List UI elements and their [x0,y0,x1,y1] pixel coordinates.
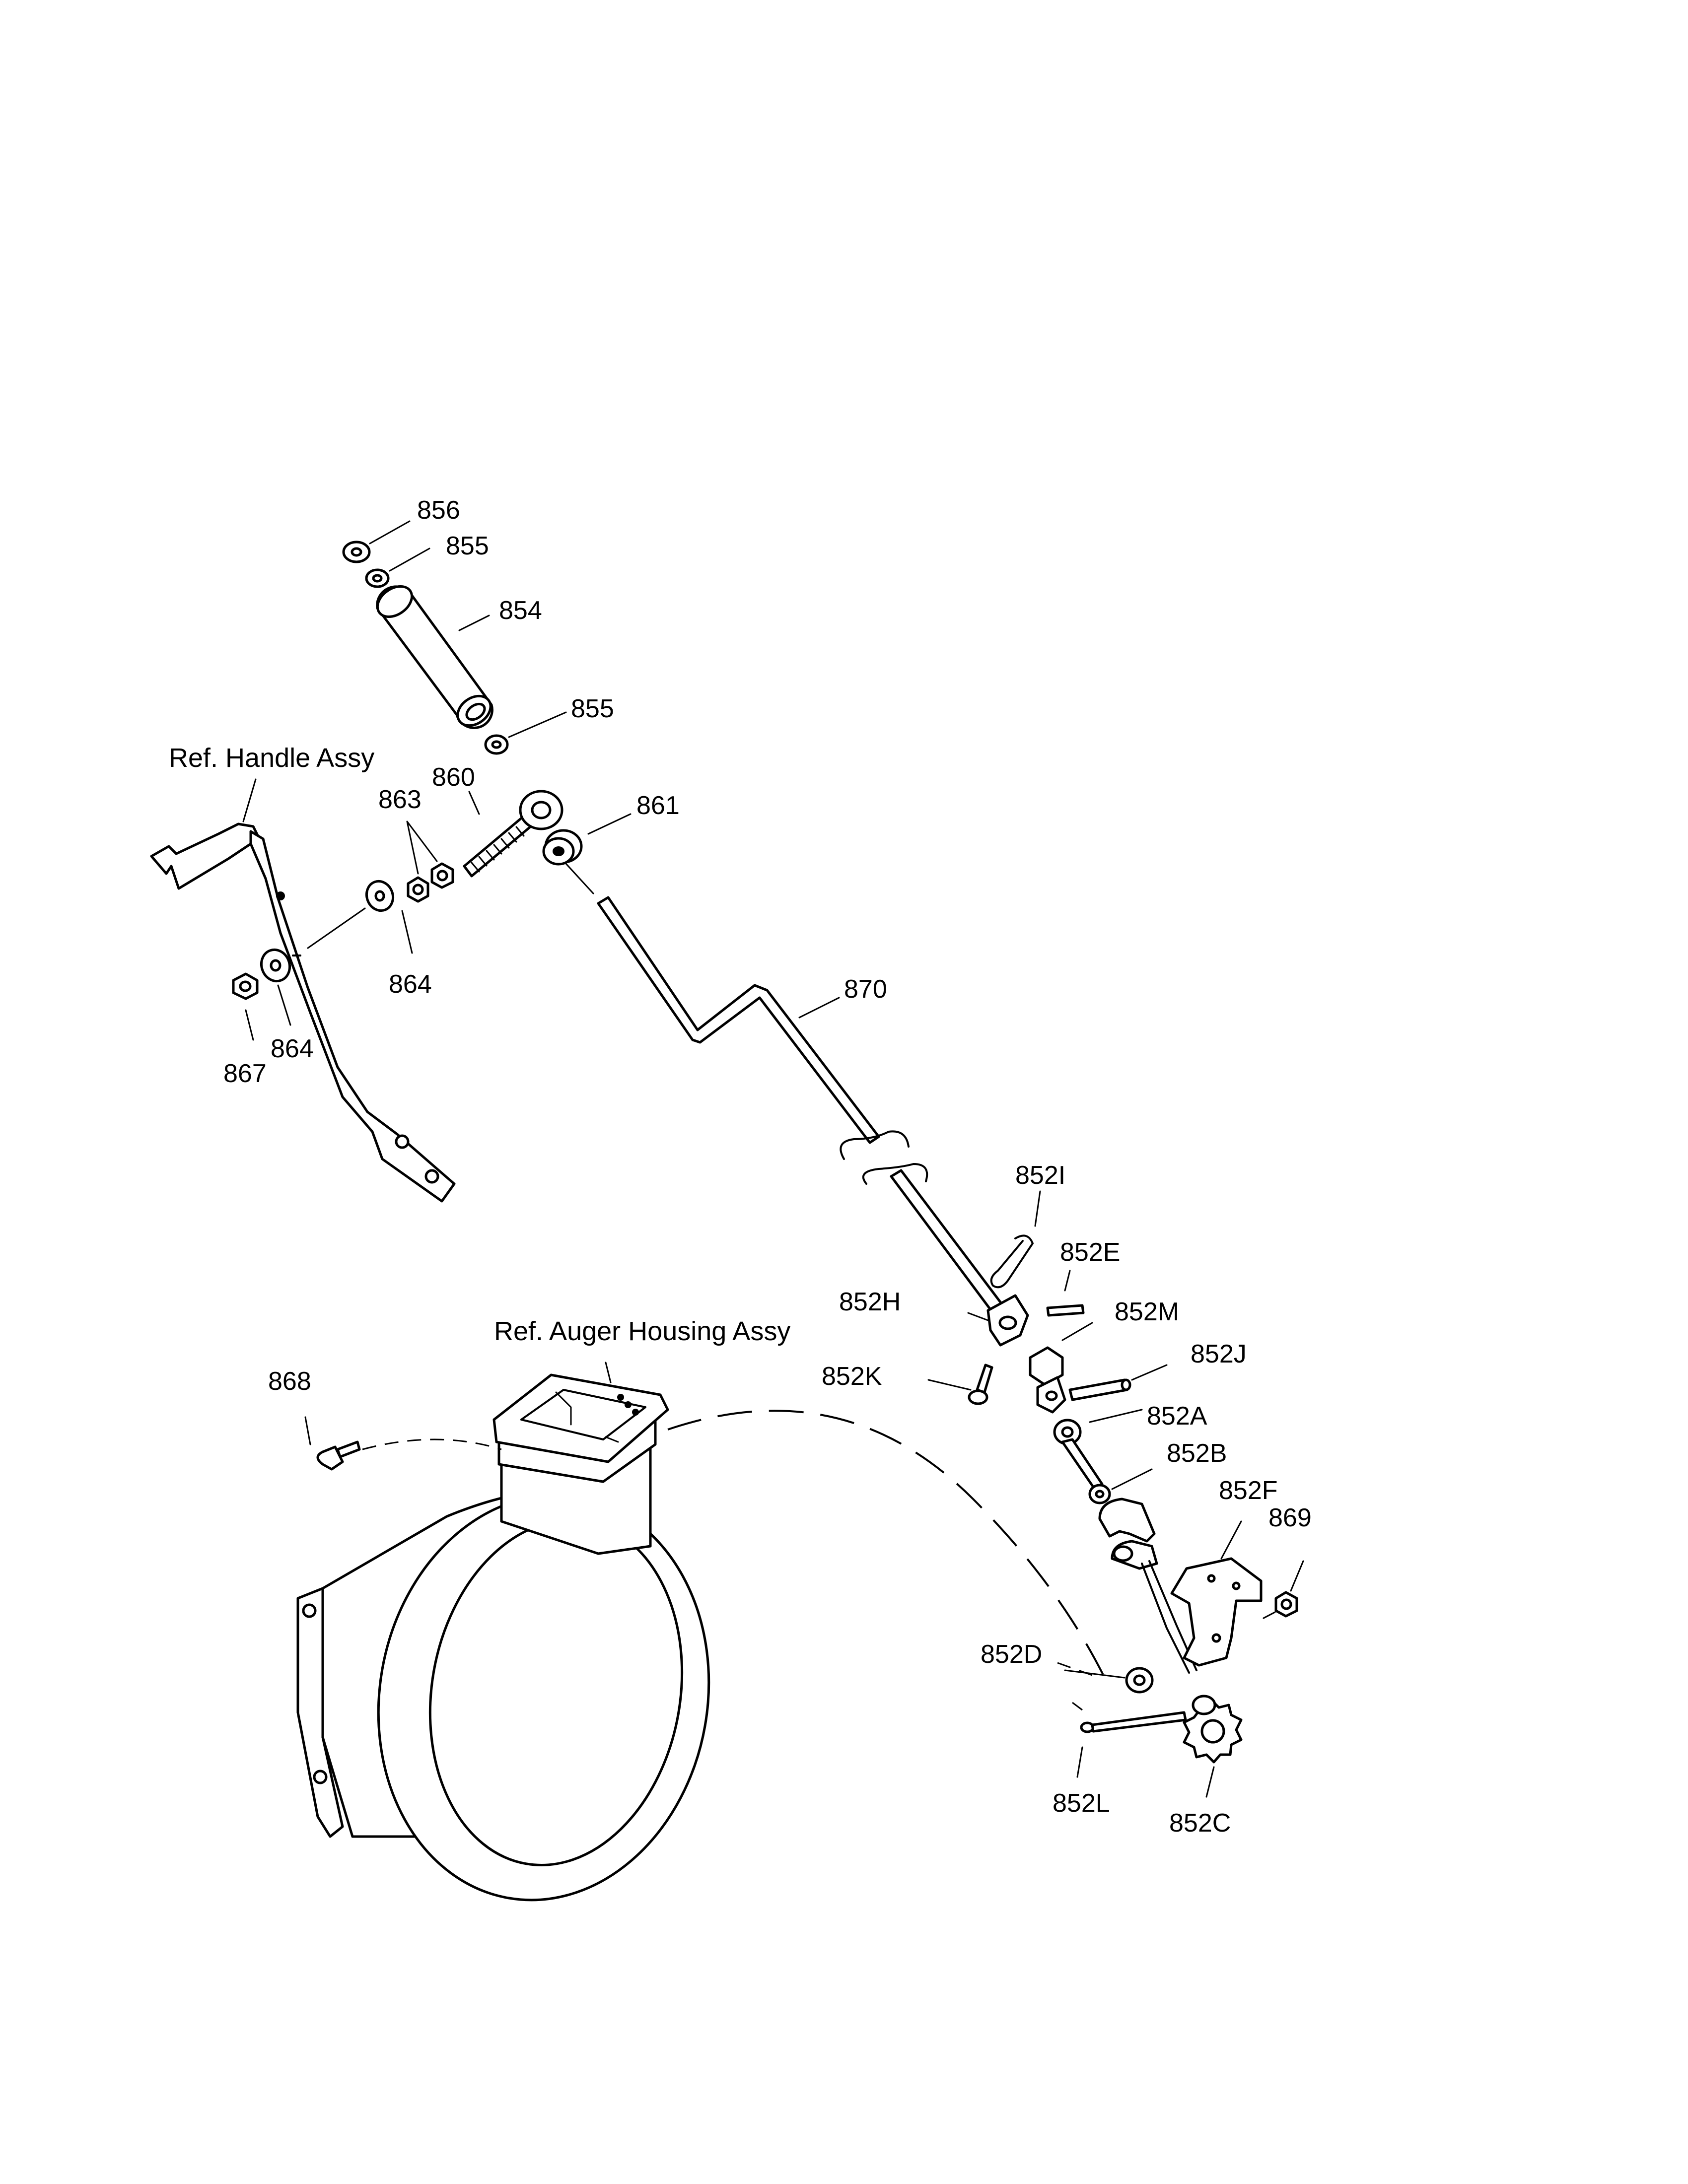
hairpin-clip-852I [990,1234,1034,1289]
callout-856: 856 [417,496,460,525]
threaded-bolt-860 [463,790,563,878]
shift-rod-870 [597,896,1004,1314]
callout-867: 867 [223,1059,267,1088]
callout-852M: 852M [1115,1297,1179,1326]
callout-864-left: 864 [271,1034,314,1063]
callout-852K: 852K [822,1362,882,1391]
callout-864-right: 864 [389,970,432,999]
washer-855-mid [484,734,509,755]
bushing-861 [542,829,583,866]
washer-864-left [260,948,291,983]
callout-852I: 852I [1015,1161,1065,1190]
swivel-852A [1053,1419,1104,1491]
lever-arm [1098,1498,1197,1674]
callout-852A: 852A [1147,1402,1207,1431]
ref-handle-assy-label: Ref. Handle Assy [169,743,374,773]
coupler-852M [1029,1346,1066,1414]
leader-lines [242,520,1304,1798]
callout-852L: 852L [1053,1789,1110,1818]
washer-852D [1125,1667,1154,1694]
bracket-852F [1170,1557,1263,1667]
callout-860: 860 [432,763,475,792]
callout-855-mid: 855 [571,694,614,723]
callout-852H: 852H [839,1288,901,1316]
callout-863: 863 [378,785,422,814]
ref-auger-housing-assy-label: Ref. Auger Housing Assy [494,1316,790,1346]
hex-nut-863-b [430,862,454,889]
callout-852E: 852E [1060,1238,1120,1267]
auger-housing [296,1373,710,1902]
washer-864-right [365,880,394,912]
callout-852F: 852F [1219,1476,1278,1505]
grip-tube-854 [376,585,493,729]
nut-869 [1274,1591,1298,1618]
callout-861: 861 [636,791,680,820]
callout-869: 869 [1268,1503,1312,1532]
callout-855-top: 855 [446,532,489,560]
washer-855-top [365,568,390,588]
bolt-852K [968,1364,993,1405]
gear-852C [1183,1695,1243,1764]
callout-854: 854 [499,596,542,625]
callout-868: 868 [268,1367,311,1396]
callout-852D: 852D [981,1640,1042,1669]
washer-852B [1088,1484,1111,1504]
callout-852J: 852J [1191,1340,1247,1368]
washer-856 [342,541,371,563]
cotter-pin-852L [1080,1711,1187,1733]
hex-nut-867 [232,972,259,1000]
hex-nut-863-a [407,876,429,903]
clevis-852H [986,1294,1029,1347]
callout-870: 870 [844,975,887,1004]
handle-bracket [150,822,456,1203]
pin-852E [1046,1304,1085,1317]
callout-852B: 852B [1167,1439,1227,1468]
carriage-bolt-868 [316,1440,361,1471]
callout-852C: 852C [1169,1809,1231,1838]
pin-852J [1068,1378,1131,1401]
